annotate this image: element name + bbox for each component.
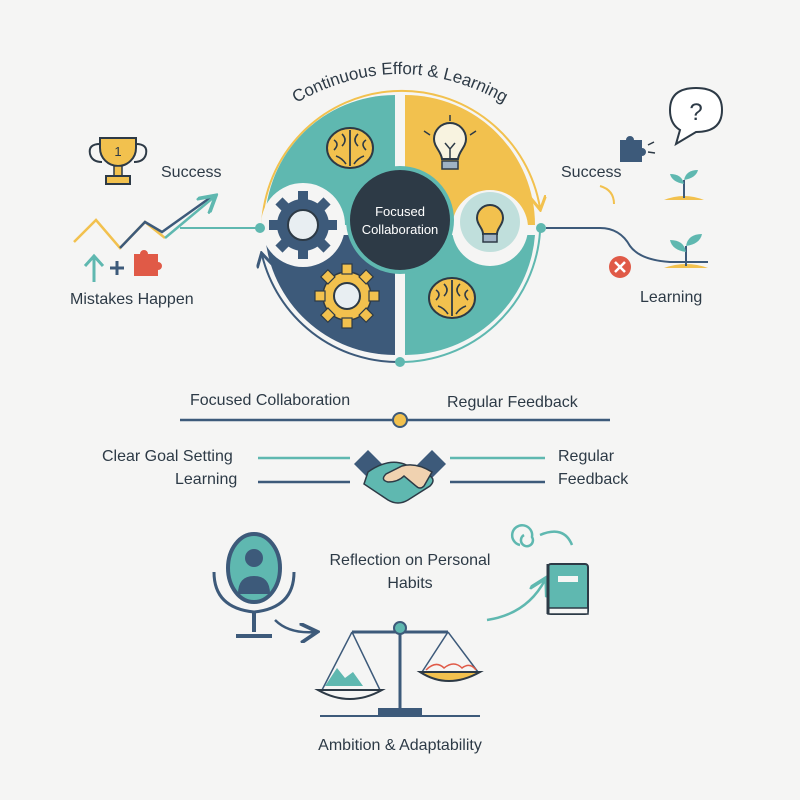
right-connector-yellow <box>599 185 615 205</box>
cycle-top-arc <box>261 89 540 226</box>
reflection-line1: Reflection on Personal <box>330 552 491 569</box>
puzzle-piece-icon <box>134 250 162 276</box>
brain-icon <box>428 277 476 319</box>
feedback-label: Feedback <box>558 471 629 488</box>
right-learning-label: Learning <box>640 289 702 306</box>
cycle-bottom-arc <box>262 255 401 364</box>
reflection-line2: Habits <box>387 575 432 592</box>
up-arrow-icon <box>83 253 105 282</box>
timeline-left-label: Focused Collaboration <box>190 392 350 409</box>
question-mark: ? <box>689 99 702 126</box>
center-hub <box>346 166 454 274</box>
node-bottom <box>395 357 405 367</box>
balance-scale-icon <box>314 621 484 717</box>
sparkle-icon <box>647 141 656 154</box>
cycle-right-arc <box>399 231 541 364</box>
learning-label: Learning <box>175 471 237 488</box>
swirl-icon <box>510 524 574 548</box>
lightbulb-icon <box>460 192 520 252</box>
trophy-number: 1 <box>114 144 121 159</box>
node-left <box>255 223 265 233</box>
plus-icon <box>110 261 124 275</box>
clear-goal-label: Clear Goal Setting <box>102 448 233 465</box>
speech-bubble-icon: ? <box>668 86 724 147</box>
center-label-line2: Collaboration <box>362 222 439 237</box>
mistakes-label: Mistakes Happen <box>70 291 194 308</box>
success-arrow <box>164 197 214 239</box>
balance-label: Ambition & Adaptability <box>318 737 482 754</box>
cycle-title: Continuous Effort & Learning <box>289 59 511 107</box>
zigzag-navy <box>119 193 215 249</box>
zigzag-yellow <box>73 218 166 250</box>
left-success-label: Success <box>161 164 221 181</box>
puzzle-piece-icon <box>620 136 646 162</box>
handshake-icon <box>354 450 446 504</box>
gear-icon <box>314 263 380 329</box>
node-right <box>536 223 546 233</box>
lightbulb-icon <box>423 115 477 170</box>
center-label-line1: Focused <box>375 204 425 219</box>
mirror-icon <box>212 532 296 638</box>
brain-icon <box>326 127 374 169</box>
close-icon <box>609 256 631 278</box>
book-arrow <box>486 580 545 622</box>
regular-label: Regular <box>558 448 615 465</box>
timeline-marker <box>392 412 408 428</box>
trophy-icon: 1 <box>88 137 148 185</box>
sprout-icon <box>664 170 704 200</box>
right-success-label: Success <box>561 164 621 181</box>
right-connector <box>546 227 708 263</box>
book-icon <box>546 563 589 615</box>
timeline-right-label: Regular Feedback <box>447 394 579 411</box>
mirror-arrow <box>274 619 315 632</box>
gear-icon <box>269 191 337 259</box>
sprout-icon <box>664 234 708 268</box>
